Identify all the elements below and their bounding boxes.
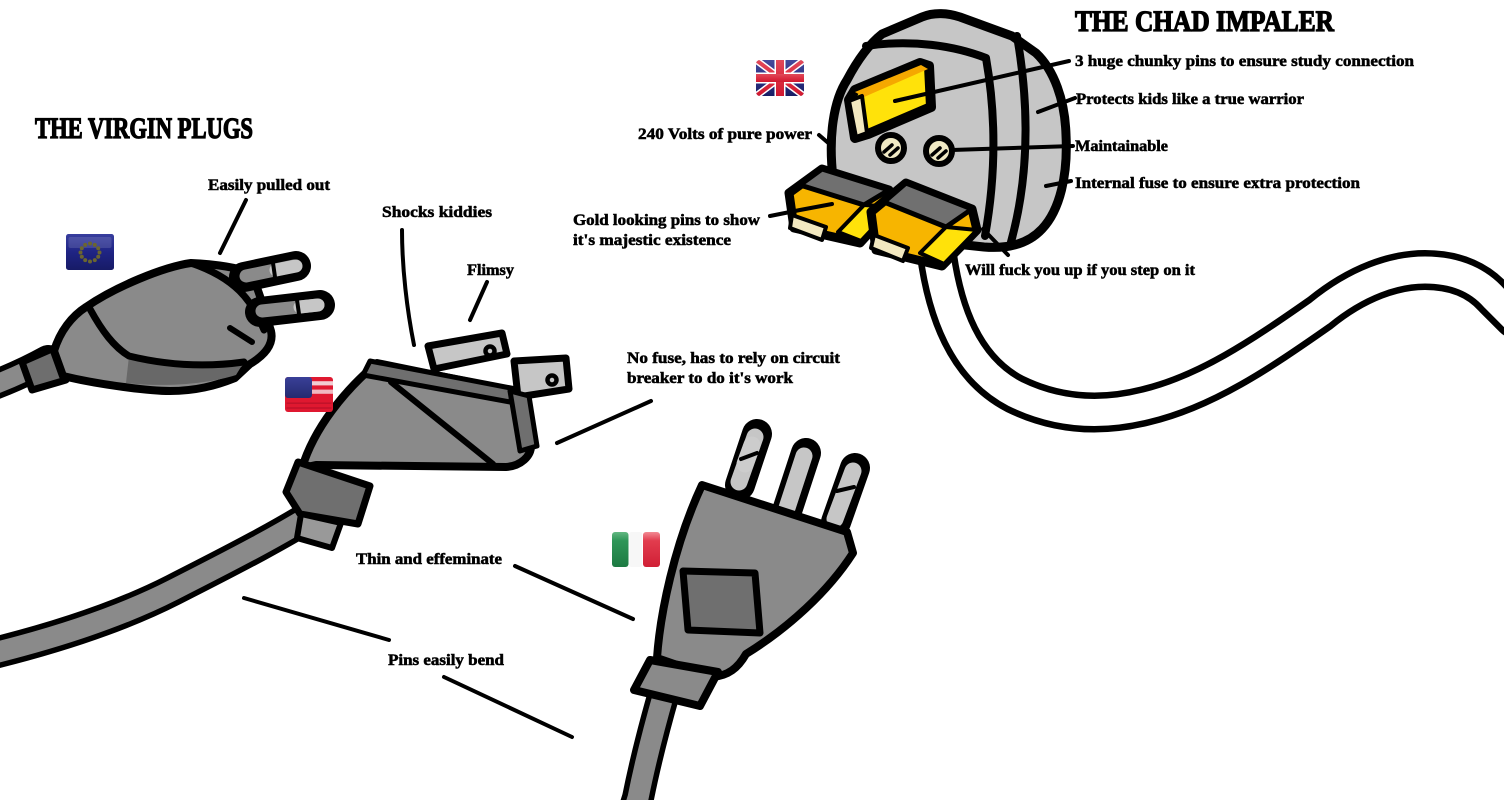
svg-text:THE VIRGIN PLUGS: THE VIRGIN PLUGS bbox=[35, 112, 253, 145]
svg-text:No fuse, has to rely on circui: No fuse, has to rely on circuit bbox=[627, 350, 841, 367]
svg-text:Flimsy: Flimsy bbox=[467, 262, 514, 279]
svg-text:Easily pulled out: Easily pulled out bbox=[208, 177, 331, 194]
svg-text:3 huge chunky pins to ensure s: 3 huge chunky pins to ensure study conne… bbox=[1075, 53, 1414, 70]
svg-text:Internal fuse to ensure extra: Internal fuse to ensure extra protection bbox=[1075, 175, 1360, 192]
svg-text:it's majestic existence: it's majestic existence bbox=[573, 232, 731, 249]
svg-text:breaker to do it's work: breaker to do it's work bbox=[627, 370, 793, 387]
svg-text:Maintainable: Maintainable bbox=[1075, 138, 1168, 155]
svg-text:240 Volts of pure power: 240 Volts of pure power bbox=[638, 126, 812, 143]
svg-text:Protects kids like a true warr: Protects kids like a true warrior bbox=[1076, 91, 1304, 108]
svg-text:Shocks kiddies: Shocks kiddies bbox=[382, 204, 492, 221]
svg-text:Thin and effeminate: Thin and effeminate bbox=[356, 551, 502, 568]
svg-text:Gold looking pins to show: Gold looking pins to show bbox=[573, 212, 760, 229]
svg-text:THE CHAD IMPALER: THE CHAD IMPALER bbox=[1075, 5, 1334, 38]
svg-text:Pins easily bend: Pins easily bend bbox=[388, 652, 504, 669]
svg-text:Will fuck you up if you step o: Will fuck you up if you step on it bbox=[965, 262, 1196, 279]
